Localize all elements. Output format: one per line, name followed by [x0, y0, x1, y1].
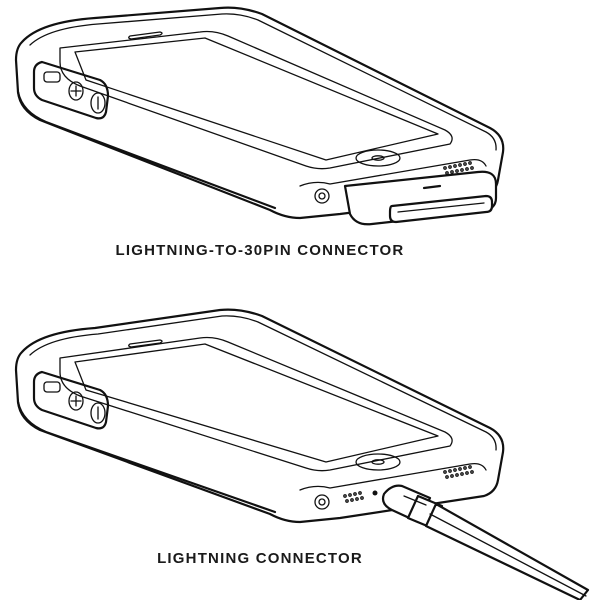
- mute-switch: [43, 381, 61, 393]
- caption-adapter: LIGHTNING-TO-30PIN CONNECTOR: [115, 242, 405, 259]
- adapter-icon: [343, 170, 498, 226]
- microphone-hole: [372, 490, 378, 496]
- mute-switch: [43, 71, 61, 83]
- earpiece: [128, 339, 163, 348]
- side-button-cutout: [32, 60, 110, 120]
- panel-adapter: LIGHTNING-TO-30PIN CONNECTOR: [14, 6, 505, 259]
- side-button-cutout: [32, 370, 110, 430]
- cable-icon: [381, 484, 590, 600]
- panel-cable: LIGHTNING CONNECTOR: [0, 300, 600, 600]
- phone-with-cable-illustration: [14, 308, 590, 600]
- volume-up-button: [68, 391, 84, 411]
- speaker-grille: [443, 161, 474, 175]
- earpiece: [128, 31, 163, 40]
- phone-case-outline: [14, 308, 505, 524]
- phone-with-adapter-illustration: [14, 6, 505, 226]
- volume-down-button: [90, 402, 106, 424]
- screen: [59, 336, 453, 472]
- home-button: [355, 453, 401, 471]
- volume-up-button: [68, 81, 84, 101]
- caption-cable: LIGHTNING CONNECTOR: [157, 550, 363, 567]
- headphone-jack: [314, 494, 330, 510]
- home-button: [355, 149, 401, 167]
- headphone-jack: [314, 188, 330, 204]
- speaker-grille: [343, 465, 474, 503]
- volume-down-button: [90, 92, 106, 114]
- screen: [59, 30, 453, 170]
